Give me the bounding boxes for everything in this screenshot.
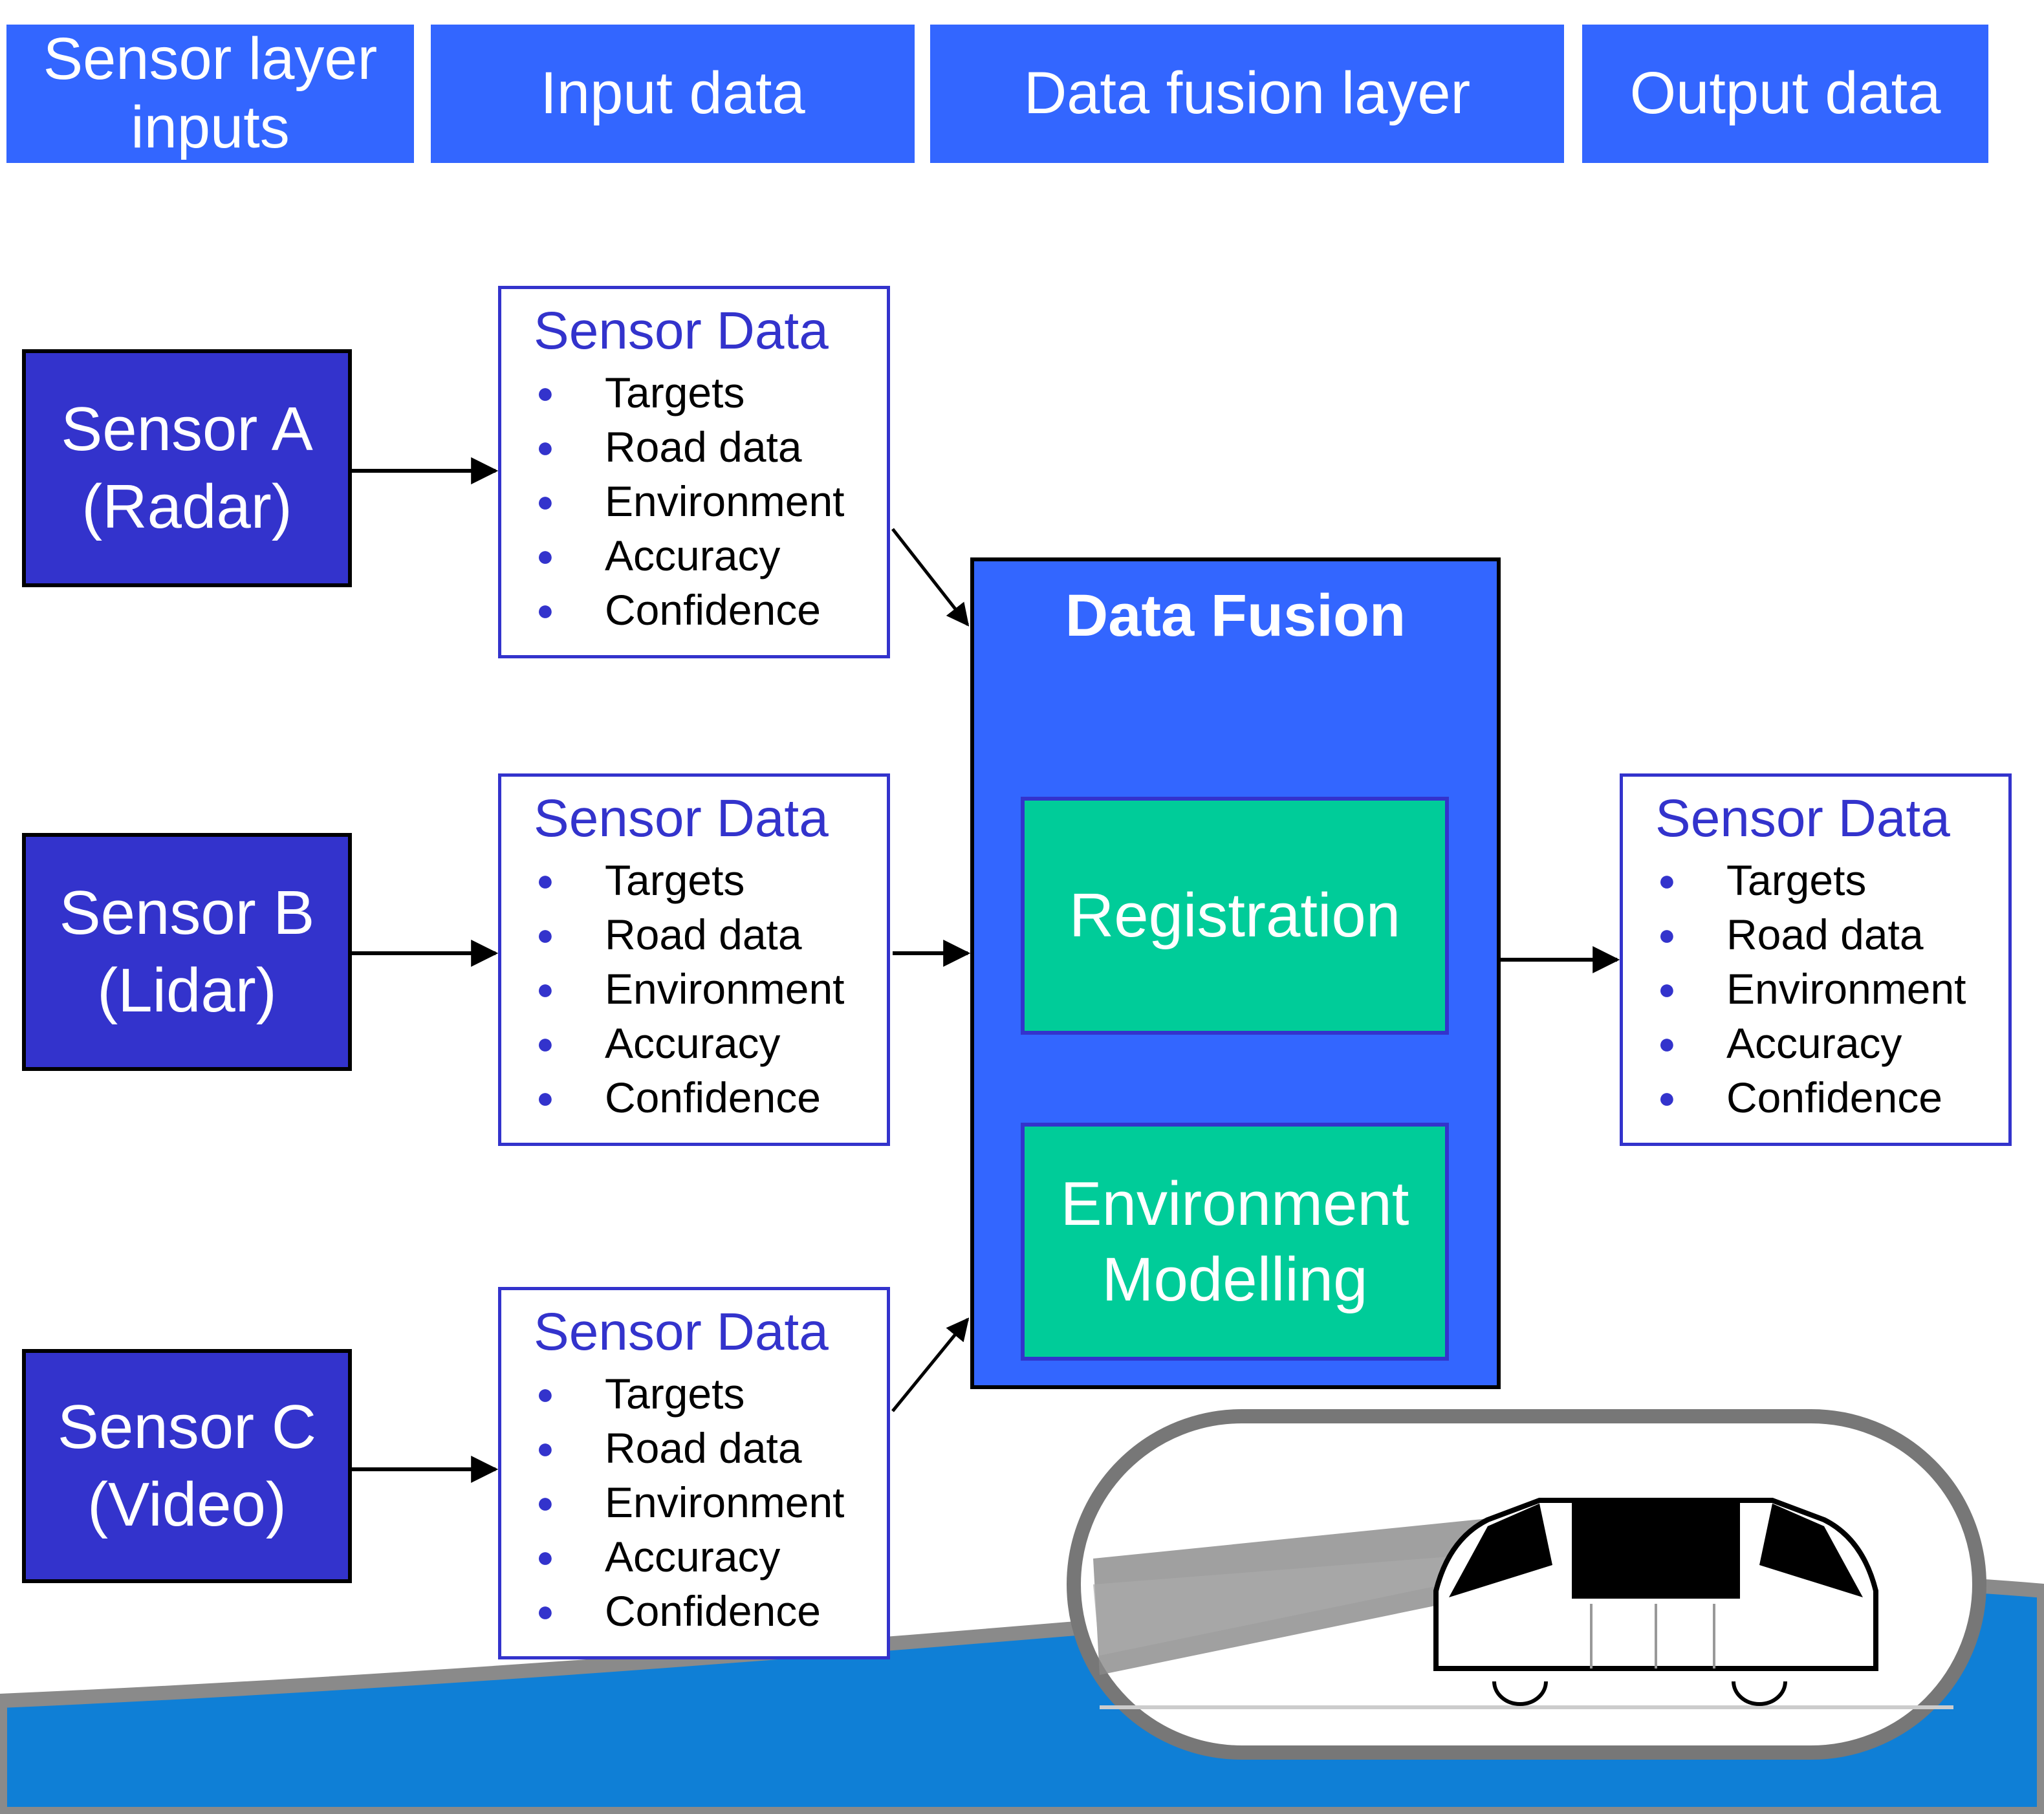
output-sensor-data-card: Sensor Data ●Targets ●Road data ●Environ… — [1620, 773, 2012, 1146]
list-item: ●Road data — [534, 420, 887, 474]
list-item: ●Accuracy — [534, 528, 887, 583]
environment-modelling-line-1: Environment — [1060, 1169, 1409, 1238]
bullet-icon: ● — [536, 593, 554, 627]
list-item: ●Accuracy — [1655, 1016, 2008, 1070]
sensor-type: (Lidar) — [97, 956, 277, 1025]
card-list: ●Targets ●Road data ●Environment ●Accura… — [534, 365, 887, 637]
bullet-icon: ● — [536, 539, 554, 572]
header-data-fusion-layer: Data fusion layer — [930, 25, 1564, 163]
bullet-icon: ● — [536, 918, 554, 951]
bullet-icon: ● — [1658, 918, 1676, 951]
card-title: Sensor Data — [534, 301, 829, 360]
registration-box: Registration — [1021, 797, 1449, 1035]
environment-modelling-line-2: Modelling — [1102, 1245, 1368, 1314]
list-item: ●Targets — [534, 365, 887, 420]
bullet-icon: ● — [1658, 863, 1676, 897]
sensor-c-box: Sensor C (Video) — [22, 1349, 352, 1583]
sensor-data-card-a: Sensor Data ●Targets ●Road data ●Environ… — [498, 286, 890, 658]
registration-label: Registration — [1069, 881, 1401, 951]
bullet-icon: ● — [1658, 1026, 1676, 1060]
list-item: ●Targets — [534, 853, 887, 907]
bullet-icon: ● — [536, 1026, 554, 1060]
card-title: Sensor Data — [1655, 789, 1950, 848]
sensor-b-box: Sensor B (Lidar) — [22, 833, 352, 1071]
bullet-icon: ● — [1658, 1081, 1676, 1114]
list-item: ●Confidence — [534, 1584, 887, 1638]
bullet-icon: ● — [536, 1081, 554, 1114]
header-sensor-layer-inputs: Sensor layer inputs — [6, 25, 414, 163]
list-item: ●Accuracy — [534, 1016, 887, 1070]
bullet-icon: ● — [536, 1594, 554, 1628]
list-item: ●Environment — [534, 1475, 887, 1529]
bullet-icon: ● — [536, 484, 554, 518]
card-list: ●Targets ●Road data ●Environment ●Accura… — [1655, 853, 2008, 1125]
bullet-icon: ● — [536, 1540, 554, 1573]
card-title: Sensor Data — [534, 789, 829, 848]
header-label: Output data — [1629, 60, 1941, 127]
header-input-data: Input data — [431, 25, 915, 163]
sensor-data-card-b: Sensor Data ●Targets ●Road data ●Environ… — [498, 773, 890, 1146]
arrow-right-icon — [891, 528, 970, 627]
environment-modelling-box: Environment Modelling — [1021, 1123, 1449, 1361]
list-item: ●Environment — [534, 474, 887, 528]
vehicle-icon — [1067, 1409, 1986, 1760]
sensor-name: Sensor C — [57, 1392, 317, 1462]
list-item: ●Environment — [534, 962, 887, 1016]
fusion-title: Data Fusion — [1065, 583, 1406, 649]
sensor-name: Sensor B — [59, 878, 315, 947]
header-output-data: Output data — [1582, 25, 1988, 163]
list-item: ●Road data — [1655, 907, 2008, 962]
list-item: ●Targets — [534, 1366, 887, 1421]
sensor-data-card-c: Sensor Data ●Targets ●Road data ●Environ… — [498, 1287, 890, 1659]
list-item: ●Targets — [1655, 853, 2008, 907]
bullet-icon: ● — [536, 376, 554, 409]
card-list: ●Targets ●Road data ●Environment ●Accura… — [534, 853, 887, 1125]
sensor-name: Sensor A — [61, 394, 313, 464]
list-item: ●Environment — [1655, 962, 2008, 1016]
sensor-type: (Video) — [87, 1470, 287, 1539]
header-label: Data fusion layer — [1023, 60, 1471, 127]
bullet-icon: ● — [536, 1431, 554, 1465]
list-item: ●Road data — [534, 907, 887, 962]
header-label: Sensor layer inputs — [43, 26, 378, 160]
list-item: ●Confidence — [534, 1070, 887, 1125]
sensor-a-box: Sensor A (Radar) — [22, 349, 352, 587]
bullet-icon: ● — [536, 1485, 554, 1519]
list-item: ●Confidence — [1655, 1070, 2008, 1125]
list-item: ●Accuracy — [534, 1529, 887, 1584]
bullet-icon: ● — [536, 863, 554, 897]
list-item: ●Confidence — [534, 583, 887, 637]
bullet-icon: ● — [1658, 972, 1676, 1006]
list-item: ●Road data — [534, 1421, 887, 1475]
sensor-type: (Radar) — [82, 472, 292, 541]
bullet-icon: ● — [536, 430, 554, 464]
card-list: ●Targets ●Road data ●Environment ●Accura… — [534, 1366, 887, 1638]
card-title: Sensor Data — [534, 1302, 829, 1361]
bullet-icon: ● — [536, 1377, 554, 1410]
header-label: Input data — [540, 60, 805, 127]
arrow-right-icon — [891, 1317, 970, 1412]
bullet-icon: ● — [536, 972, 554, 1006]
